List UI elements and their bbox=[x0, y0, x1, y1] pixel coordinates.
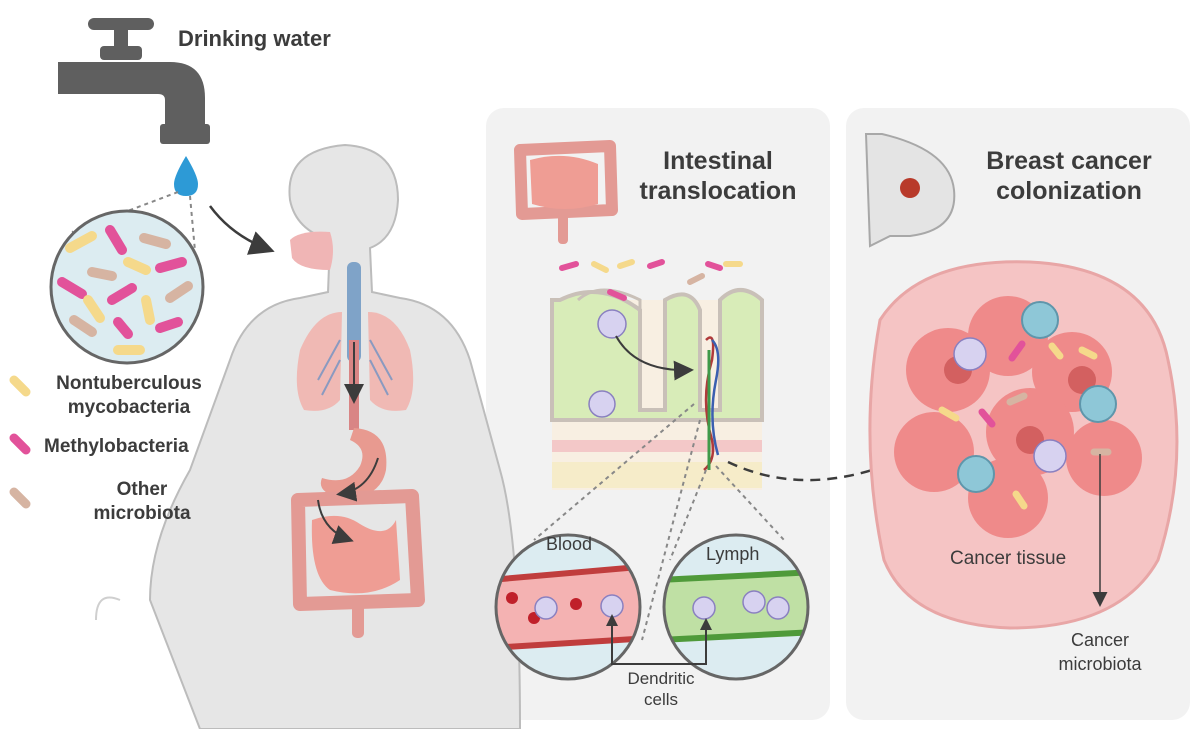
human-body bbox=[95, 143, 522, 730]
blood-label: Blood bbox=[546, 534, 593, 554]
lymph-vessel-magnifier bbox=[662, 533, 810, 681]
colon-icon bbox=[514, 140, 618, 244]
legend-swatch-nontuberculous bbox=[9, 375, 31, 397]
drinking-water-title: Drinking water bbox=[178, 26, 331, 51]
faucet-icon bbox=[58, 18, 210, 144]
cancer-tissue bbox=[868, 260, 1179, 630]
breast-panel-title: Breast cancer colonization bbox=[986, 147, 1152, 205]
breast-icon bbox=[864, 133, 956, 248]
lymph-label: Lymph bbox=[706, 544, 760, 564]
intestinal-villi bbox=[550, 259, 764, 490]
microbe-magnifier bbox=[49, 209, 205, 365]
legend-label-methylobacteria: Methylobacteria bbox=[44, 436, 189, 457]
cancer-tissue-label: Cancer tissue bbox=[950, 548, 1067, 569]
intestine-panel-title: Intestinal translocation bbox=[639, 147, 797, 205]
dendritic-cells-label: Dendritic cells bbox=[627, 669, 695, 709]
legend-label-other: Other microbiota bbox=[93, 479, 191, 524]
legend-label-nontuberculous: Nontuberculous mycobacteria bbox=[56, 373, 202, 418]
water-drop-icon bbox=[174, 156, 198, 196]
cancer-microbiota-label: Cancer microbiota bbox=[1058, 630, 1142, 674]
legend-swatch-methylobacteria bbox=[9, 433, 31, 455]
legend-swatch-other bbox=[9, 487, 31, 509]
blood-vessel-magnifier bbox=[494, 533, 642, 681]
